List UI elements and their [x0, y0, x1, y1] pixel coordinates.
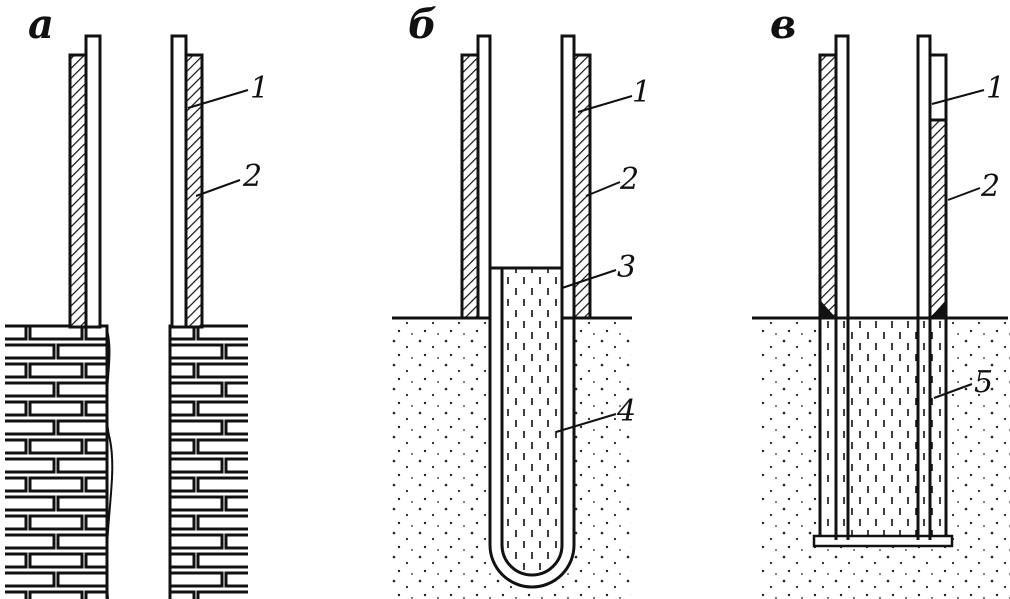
leader-c-1: [931, 89, 985, 105]
panel-label-b: б: [408, 1, 437, 48]
inner-tube-left: [834, 34, 850, 320]
inner-tube-right: [560, 34, 576, 320]
callout-b-1: 1: [632, 75, 651, 110]
panel-a: а 1 2: [5, 1, 269, 599]
callout-c-2: 2: [980, 169, 1000, 204]
pipe-a: [68, 34, 204, 329]
callout-b-2: 2: [619, 162, 639, 197]
frozen-body-5: [818, 316, 948, 546]
inner-tube-right: [916, 34, 932, 320]
leader-b-2: [585, 181, 621, 197]
inner-tube-right: [170, 34, 188, 329]
leader-b-3: [561, 269, 617, 289]
inner-tube-left: [476, 34, 492, 320]
panel-b: б 1 2 3 4: [392, 1, 651, 599]
tube-wall-left: [460, 53, 480, 320]
panel-label-a: а: [28, 1, 54, 48]
panel-label-c: в: [770, 1, 796, 48]
wall-break-line: [105, 329, 114, 599]
leader-c-2: [947, 187, 981, 201]
callout-b-4: 4: [616, 394, 636, 429]
brick-wall-left: [5, 324, 109, 599]
leader-b-1: [577, 95, 633, 113]
callout-a-1: 1: [250, 71, 269, 106]
frozen-column-4: [500, 266, 564, 577]
leader-c-5: [933, 383, 973, 399]
callout-a-2: 2: [242, 159, 262, 194]
inner-tube-left: [84, 34, 102, 329]
brick-wall-right: [168, 324, 248, 599]
tube-wall-right: [928, 118, 948, 320]
callout-b-3: 3: [617, 250, 636, 285]
leader-b-4: [555, 413, 617, 433]
tube-wall-left: [818, 53, 838, 320]
tube-wall-right: [184, 53, 204, 329]
tube-wall-left: [68, 53, 88, 329]
leader-a-1: [187, 89, 249, 109]
base-plate: [812, 534, 954, 548]
panel-c: в 1 2 5: [752, 1, 1010, 599]
callout-c-1: 1: [986, 71, 1005, 106]
leader-a-2: [195, 179, 241, 197]
callout-c-5: 5: [974, 365, 993, 400]
pipe-b: [460, 34, 592, 320]
pipe-c: [818, 34, 948, 320]
